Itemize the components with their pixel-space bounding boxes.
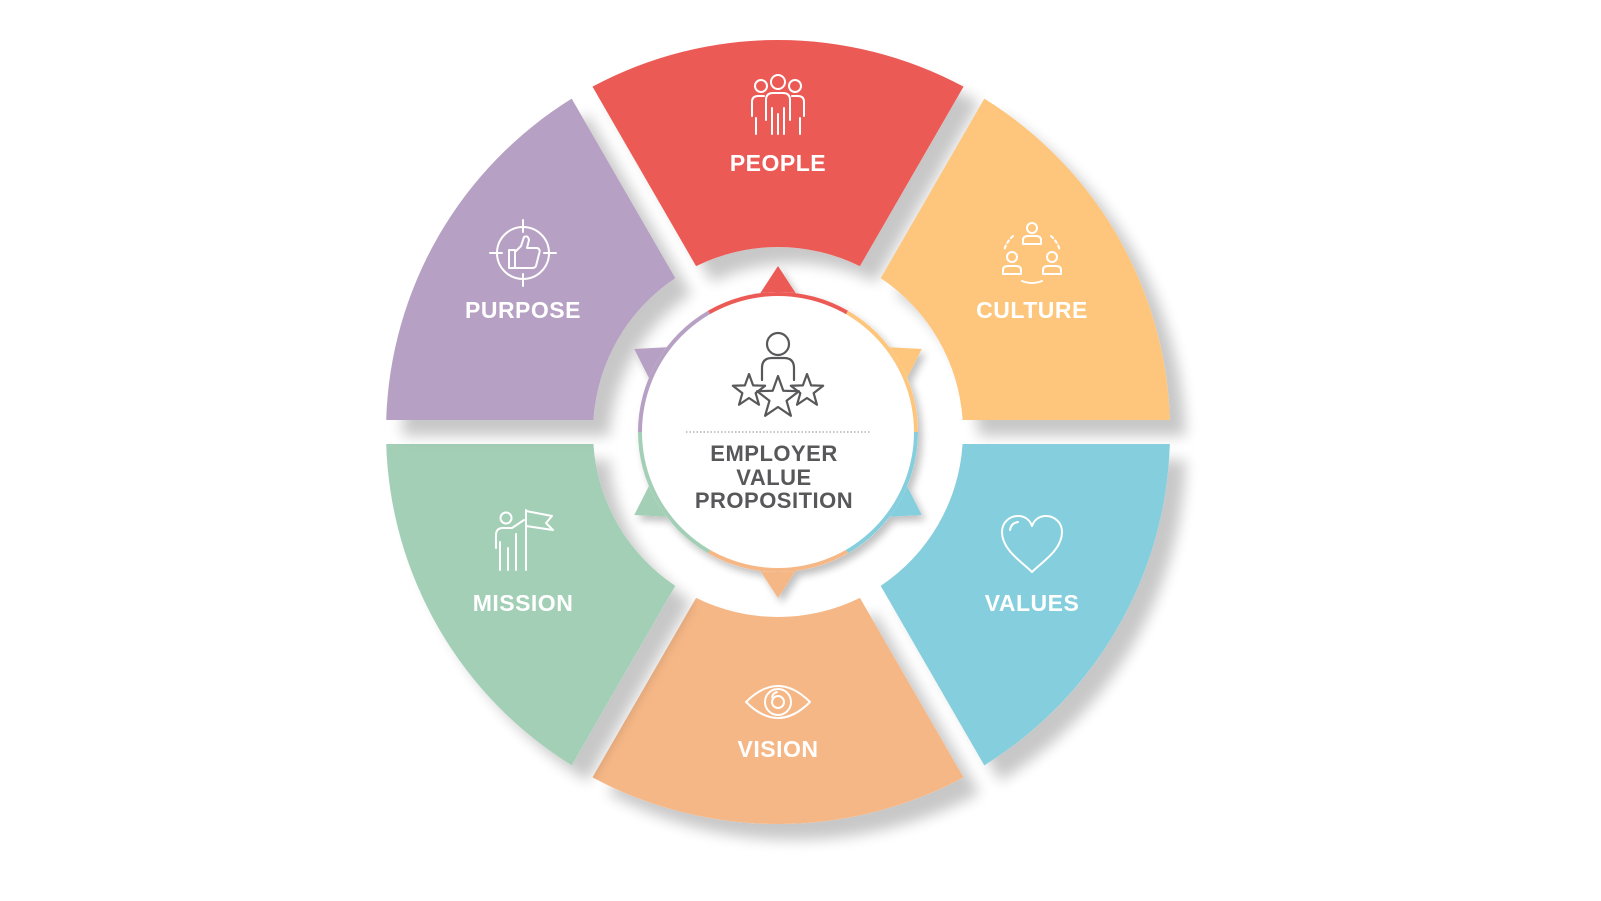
heart-icon — [1001, 515, 1063, 573]
segment-vision-shape — [592, 597, 964, 825]
segment-people-shape — [592, 39, 964, 267]
center-title-line-2: VALUE — [736, 465, 811, 490]
center-star — [755, 374, 801, 417]
segment-purpose-shape — [386, 98, 676, 420]
segment-mission-shape — [386, 444, 676, 766]
segment-values-shape — [880, 444, 1170, 766]
segment-vision — [592, 597, 964, 825]
center-title-line-1: EMPLOYER — [710, 441, 837, 466]
left-star — [731, 372, 767, 406]
person-with-flag-icon — [495, 509, 554, 571]
person-with-stars-icon — [731, 331, 825, 417]
center-title-line-3: PROPOSITION — [695, 488, 853, 513]
segment-people — [592, 39, 964, 267]
segment-mission — [386, 444, 676, 766]
segment-culture-label: CULTURE — [976, 297, 1088, 323]
segment-culture-shape — [880, 98, 1170, 420]
segment-purpose-label: PURPOSE — [465, 297, 581, 323]
thumbs-up-target-icon — [489, 219, 557, 287]
segment-culture — [880, 98, 1170, 420]
segment-values — [880, 444, 1170, 766]
group-of-people-icon — [751, 74, 805, 135]
segment-mission-label: MISSION — [473, 590, 574, 616]
eye-icon — [745, 685, 811, 719]
segment-vision-label: VISION — [738, 736, 819, 762]
segment-people-label: PEOPLE — [730, 150, 826, 176]
right-star — [789, 372, 825, 406]
segment-purpose — [386, 98, 676, 420]
segment-values-label: VALUES — [985, 590, 1080, 616]
connected-people-icon — [1002, 222, 1062, 284]
